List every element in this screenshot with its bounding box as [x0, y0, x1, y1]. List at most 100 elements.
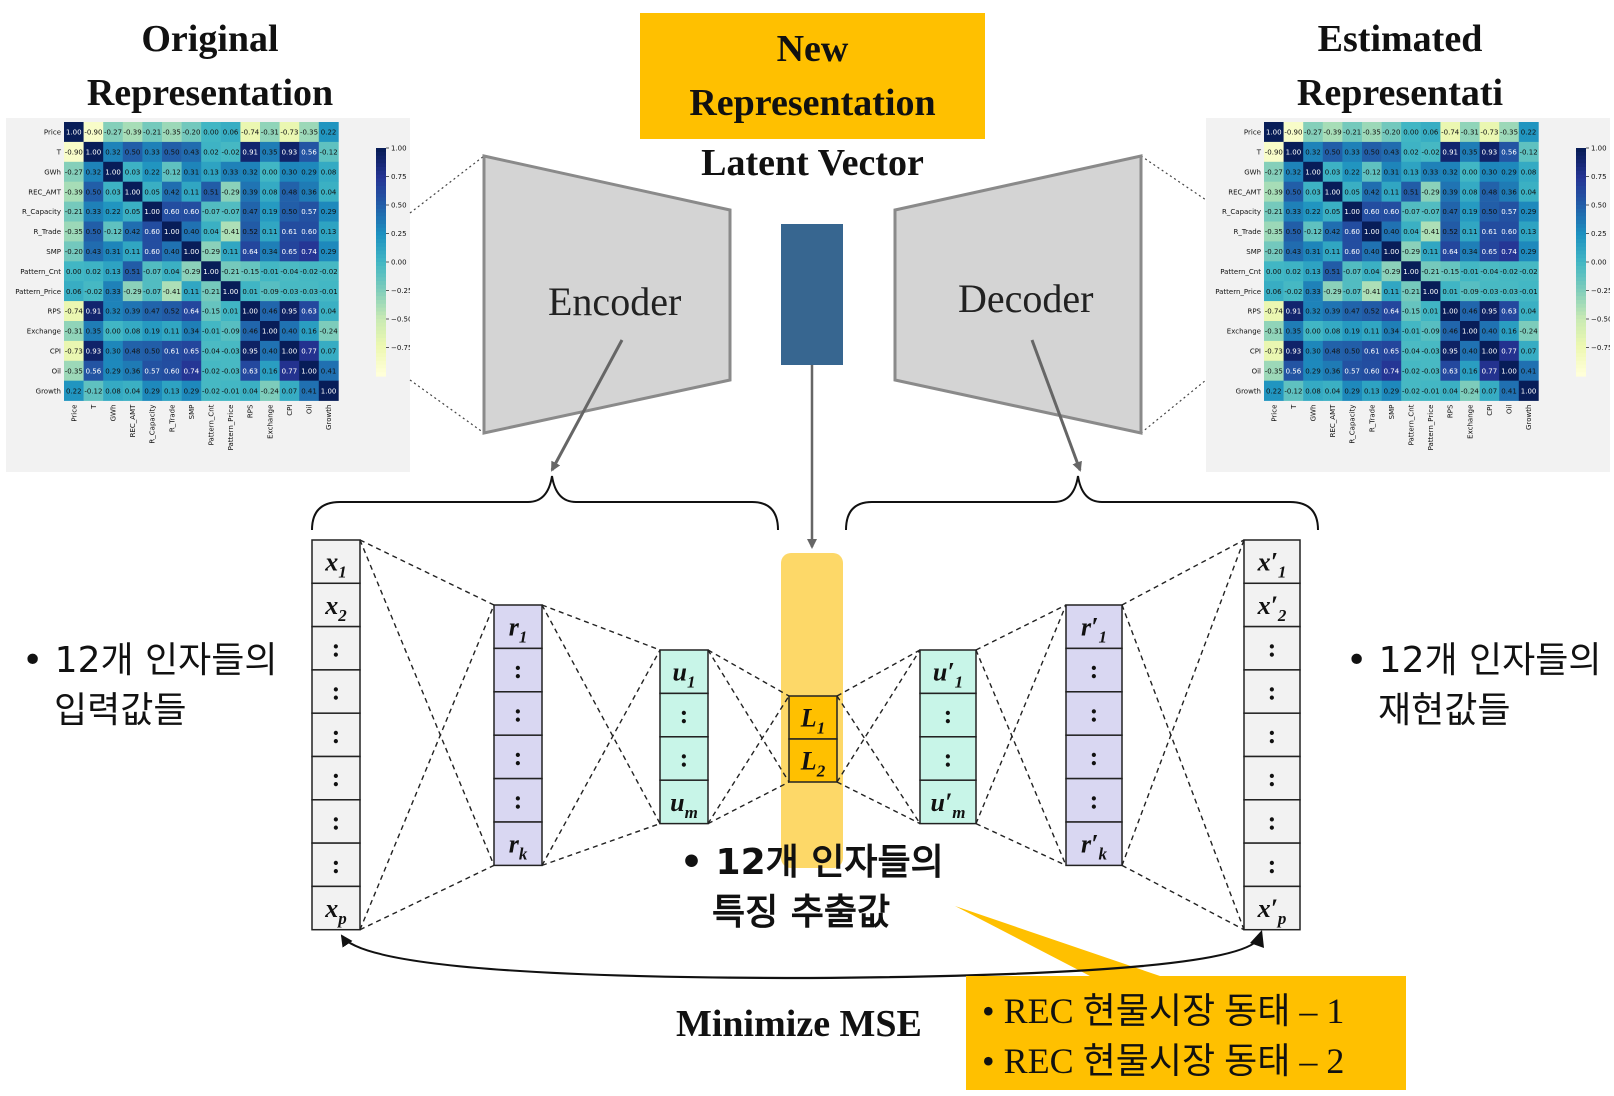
estimated-heatmap-cell-label: -0.04	[1402, 347, 1421, 355]
original-heatmap-cell-label: 0.77	[282, 367, 298, 375]
decoder-hidden-2-node	[919, 779, 977, 825]
original-heatmap-cell	[103, 241, 124, 262]
original-heatmap-cell	[64, 360, 84, 381]
estimated-heatmap-cell-label: 0.39	[1442, 188, 1458, 196]
original-heatmap-cell	[122, 122, 143, 143]
estimated-heatmap-cell	[1440, 261, 1461, 282]
estimated-heatmap-cell	[1322, 141, 1343, 163]
original-heatmap-cell-label: 0.34	[184, 328, 200, 336]
original-heatmap-col-label: Pattern_Price	[227, 405, 235, 451]
original-heatmap-cell	[162, 321, 182, 342]
original-heatmap-colorbar-segment	[376, 303, 386, 309]
estimated-heatmap-cell	[1479, 380, 1500, 401]
estimated-heatmap-cell	[1420, 301, 1441, 322]
estimated-heatmap-cell	[1303, 340, 1324, 362]
original-heatmap-colorbar-label: −0.25	[391, 287, 410, 295]
original-heatmap-cell	[318, 181, 339, 202]
original-heatmap-cell	[201, 161, 222, 182]
estimated-heatmap-cell-label: 0.32	[1305, 148, 1321, 156]
estimated-heatmap-cell	[1499, 221, 1520, 242]
estimated-heatmap-cell	[1303, 122, 1324, 143]
zoom-line-left-top	[409, 155, 485, 214]
estimated-heatmap-colorbar-segment	[1576, 349, 1586, 354]
estimated-heatmap-cell	[1283, 241, 1304, 262]
original-heatmap-cell	[299, 122, 320, 143]
mse-loop-arrow	[340, 934, 1262, 980]
original-heatmap-colorbar-segment	[376, 174, 386, 179]
network-edge	[836, 649, 921, 697]
estimated-heatmap-colorbar-segment	[1576, 277, 1586, 282]
original-heatmap-col-label: Price	[70, 405, 78, 422]
original-heatmap-colorbar-segment	[376, 170, 386, 176]
original-heatmap-cell	[181, 261, 202, 282]
estimated-heatmap-cell	[1401, 360, 1422, 381]
original-heatmap-cell	[142, 281, 163, 302]
original-heatmap-cell-label: 0.42	[125, 228, 141, 236]
network-edge	[359, 604, 495, 930]
estimated-heatmap-cell-label: 0.34	[1462, 248, 1478, 256]
estimated-heatmap-cell	[1264, 261, 1284, 282]
original-heatmap-cell-label: -0.02	[300, 268, 318, 276]
estimated-heatmap-cell-label: 0.63	[1501, 308, 1517, 316]
estimated-heatmap-col-label: GWh	[1310, 405, 1318, 422]
original-heatmap-colorbar-segment	[376, 341, 386, 347]
original-heatmap-cell-label: 0.47	[144, 308, 160, 316]
estimated-heatmap-cell	[1283, 181, 1304, 202]
input-layer-node-label: xp	[324, 894, 347, 928]
original-heatmap-cell-label: 1.00	[86, 148, 102, 156]
estimated-heatmap-cell	[1342, 161, 1363, 182]
original-heatmap-cell-label: 0.32	[86, 168, 102, 176]
original-heatmap-cell	[122, 301, 143, 322]
estimated-heatmap-cell	[1264, 241, 1284, 262]
original-heatmap-cell-label: 0.40	[262, 347, 278, 355]
estimated-heatmap-cell-label: 0.60	[1384, 208, 1400, 216]
original-heatmap-cell	[83, 380, 104, 401]
estimated-heatmap-cell-label: -0.35	[1500, 129, 1518, 137]
estimated-heatmap-cell	[1401, 181, 1422, 202]
original-heatmap-cell-label: -0.41	[163, 288, 181, 296]
estimated-heatmap-colorbar-segment	[1576, 338, 1586, 343]
estimated-heatmap-cell-label: 0.30	[1305, 347, 1321, 355]
estimated-heatmap-cell	[1303, 201, 1324, 222]
original-heatmap-cell-label: 0.02	[86, 268, 102, 276]
estimated-heatmap-colorbar-label: −0.50	[1591, 316, 1610, 324]
estimated-heatmap-cell	[1303, 301, 1324, 322]
original-heatmap-cell-label: 0.00	[262, 168, 278, 176]
original-heatmap-cell-label: 0.65	[184, 347, 200, 355]
estimated-heatmap-colorbar-label: 1.00	[1591, 145, 1607, 153]
original-heatmap-cell	[201, 201, 222, 222]
original-heatmap-cell-label: 0.22	[66, 387, 82, 395]
estimated-heatmap-cell-label: -0.29	[1422, 188, 1440, 196]
original-heatmap-cell-label: -0.03	[222, 367, 240, 375]
original-heatmap-cell	[162, 241, 182, 262]
estimated-heatmap-cell	[1499, 201, 1520, 222]
estimated-heatmap-col-label: Growth	[1525, 405, 1533, 430]
estimated-heatmap-cell	[1303, 380, 1324, 401]
latent-layer-node	[788, 738, 838, 783]
estimated-heatmap-cell	[1303, 241, 1324, 262]
estimated-heatmap-cell-label: 0.03	[1325, 168, 1341, 176]
original-heatmap-cell	[240, 141, 261, 163]
encoder-hidden-2-node	[659, 779, 709, 825]
estimated-heatmap-cell-label: -0.21	[1265, 208, 1283, 216]
original-heatmap-cell-label: 0.56	[301, 148, 317, 156]
original-heatmap-cell	[64, 122, 84, 143]
estimated-heatmap-cell-label: 1.00	[1325, 188, 1341, 196]
encoder-brace	[311, 475, 779, 531]
estimated-heatmap-cell-label: -0.15	[1441, 268, 1459, 276]
estimated-heatmap-colorbar-label: 0.75	[1591, 173, 1607, 181]
estimated-heatmap-cell-label: 0.02	[1403, 148, 1419, 156]
original-heatmap-cell	[103, 301, 124, 322]
estimated-heatmap-colorbar-segment	[1576, 205, 1586, 210]
estimated-heatmap-cell	[1303, 161, 1324, 182]
estimated-heatmap-cell	[1518, 301, 1539, 322]
original-heatmap-cell-label: -0.07	[222, 208, 240, 216]
estimated-heatmap-cell	[1303, 281, 1324, 302]
estimated-heatmap-cell	[1381, 380, 1402, 401]
original-heatmap-cell-label: 0.00	[66, 268, 82, 276]
estimated-heatmap-cell-label: 0.61	[1482, 228, 1498, 236]
original-heatmap-cell-label: -0.29	[182, 268, 200, 276]
encoder-hidden-2-node-label: um	[670, 788, 698, 822]
